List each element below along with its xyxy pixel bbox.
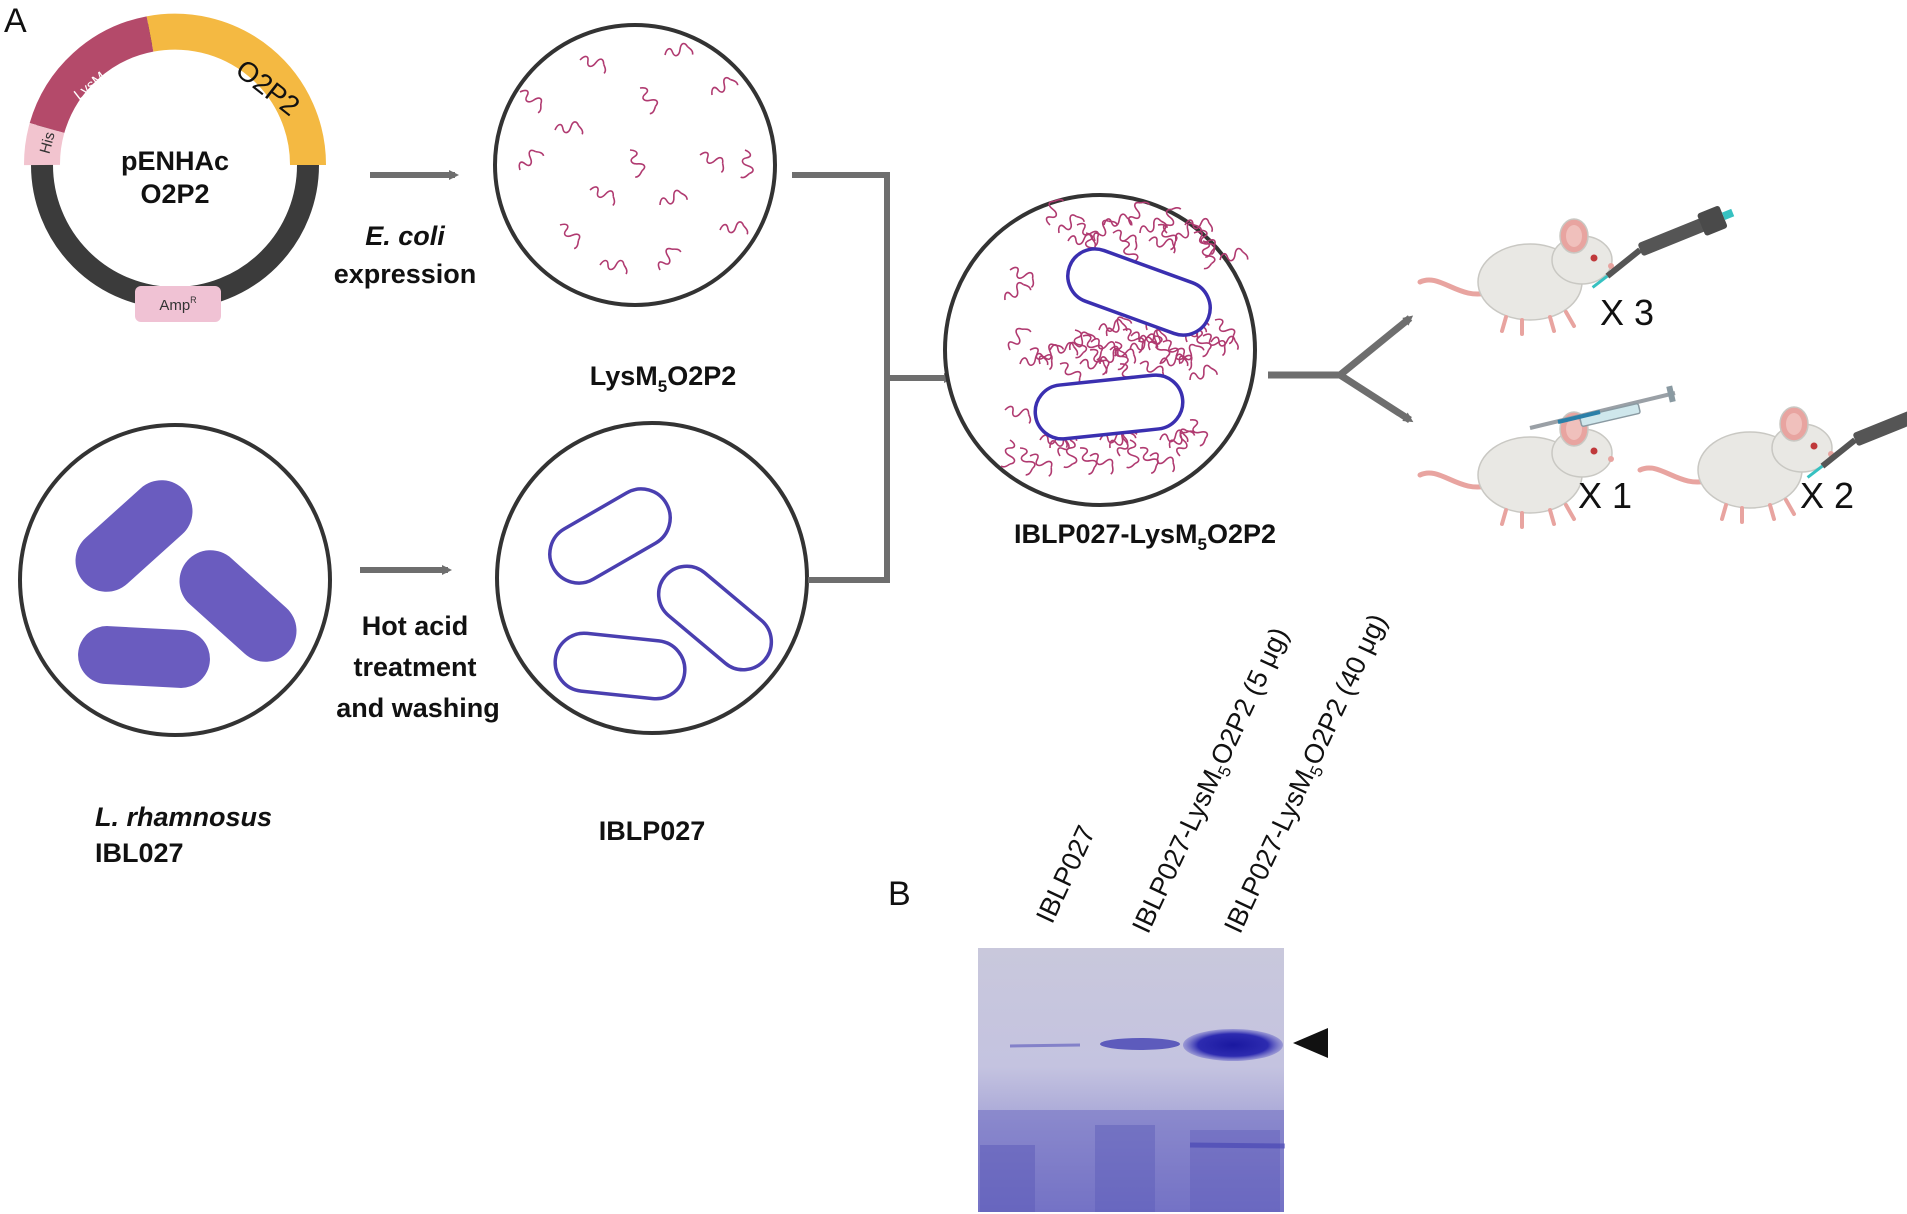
rhamnosus-label: L. rhamnosus	[95, 802, 272, 832]
lysm-o2p2-label: LysM5O2P2	[590, 361, 737, 396]
bacterium-cell	[179, 550, 297, 662]
lane-label-2: IBLP027-LysM5O2P2 (5 μg)	[1126, 623, 1298, 939]
mouse-intranasal-1	[1420, 219, 1614, 334]
immunization-branch	[1268, 315, 1414, 423]
plasmid-name-1: pENHAc	[121, 146, 229, 176]
iblp027-label: IBLP027	[599, 816, 706, 846]
plasmid-name-2: O2P2	[140, 179, 209, 209]
complex-circle	[943, 193, 1257, 507]
rhamnosus-strain-label: IBL027	[95, 838, 184, 868]
dose-count-group2-injection: X 1	[1578, 475, 1632, 516]
amp-segment	[135, 286, 221, 322]
ghost-cell	[548, 487, 672, 585]
amp-segment-label: AmpR	[159, 295, 197, 314]
dose-count-group1: X 3	[1600, 292, 1654, 333]
his-segment	[24, 123, 65, 166]
bacterium-cell	[78, 626, 210, 688]
decorated-cell	[1033, 373, 1185, 441]
complex-label: IBLP027-LysM5O2P2	[1014, 519, 1276, 554]
lysm-segment	[29, 16, 154, 134]
ghost-bacteria-circle	[495, 421, 809, 735]
lane-label-1: IBLP027	[1030, 821, 1101, 928]
decorated-cell	[1066, 247, 1212, 337]
ghost-cell	[656, 564, 774, 672]
o2p2-segment	[146, 13, 327, 166]
gel-band-lane1	[1009, 1043, 1081, 1048]
ghost-cell	[553, 631, 687, 701]
gel-band-lane3	[1183, 1029, 1283, 1061]
hot-acid-label-1: Hot acid	[362, 611, 469, 641]
bacterium-cell	[75, 480, 193, 592]
panel-a-letter: A	[4, 2, 27, 40]
panel-b-letter: B	[888, 875, 911, 913]
merge-connector	[792, 172, 954, 583]
plasmid-map: pENHAc O2P2 O2P2 LysM5 His AmpR	[24, 13, 327, 322]
band-marker-icon	[1293, 1028, 1328, 1058]
expression-label: expression	[334, 259, 477, 289]
live-bacteria-circle	[18, 423, 332, 737]
hot-acid-label-3: and washing	[336, 693, 500, 723]
gel-band-lane2	[1100, 1038, 1180, 1050]
dose-count-group2-intranasal: X 2	[1800, 475, 1854, 516]
purified-protein-circle	[493, 23, 777, 307]
lane-label-3: IBLP027-LysM5O2P2 (40 μg)	[1218, 609, 1396, 939]
his-segment-label: His	[37, 130, 59, 155]
sds-page-gel	[978, 948, 1286, 1212]
syringe-icon	[1529, 385, 1676, 430]
hot-acid-label-2: treatment	[353, 652, 476, 682]
ecoli-label: E. coli	[365, 221, 445, 251]
